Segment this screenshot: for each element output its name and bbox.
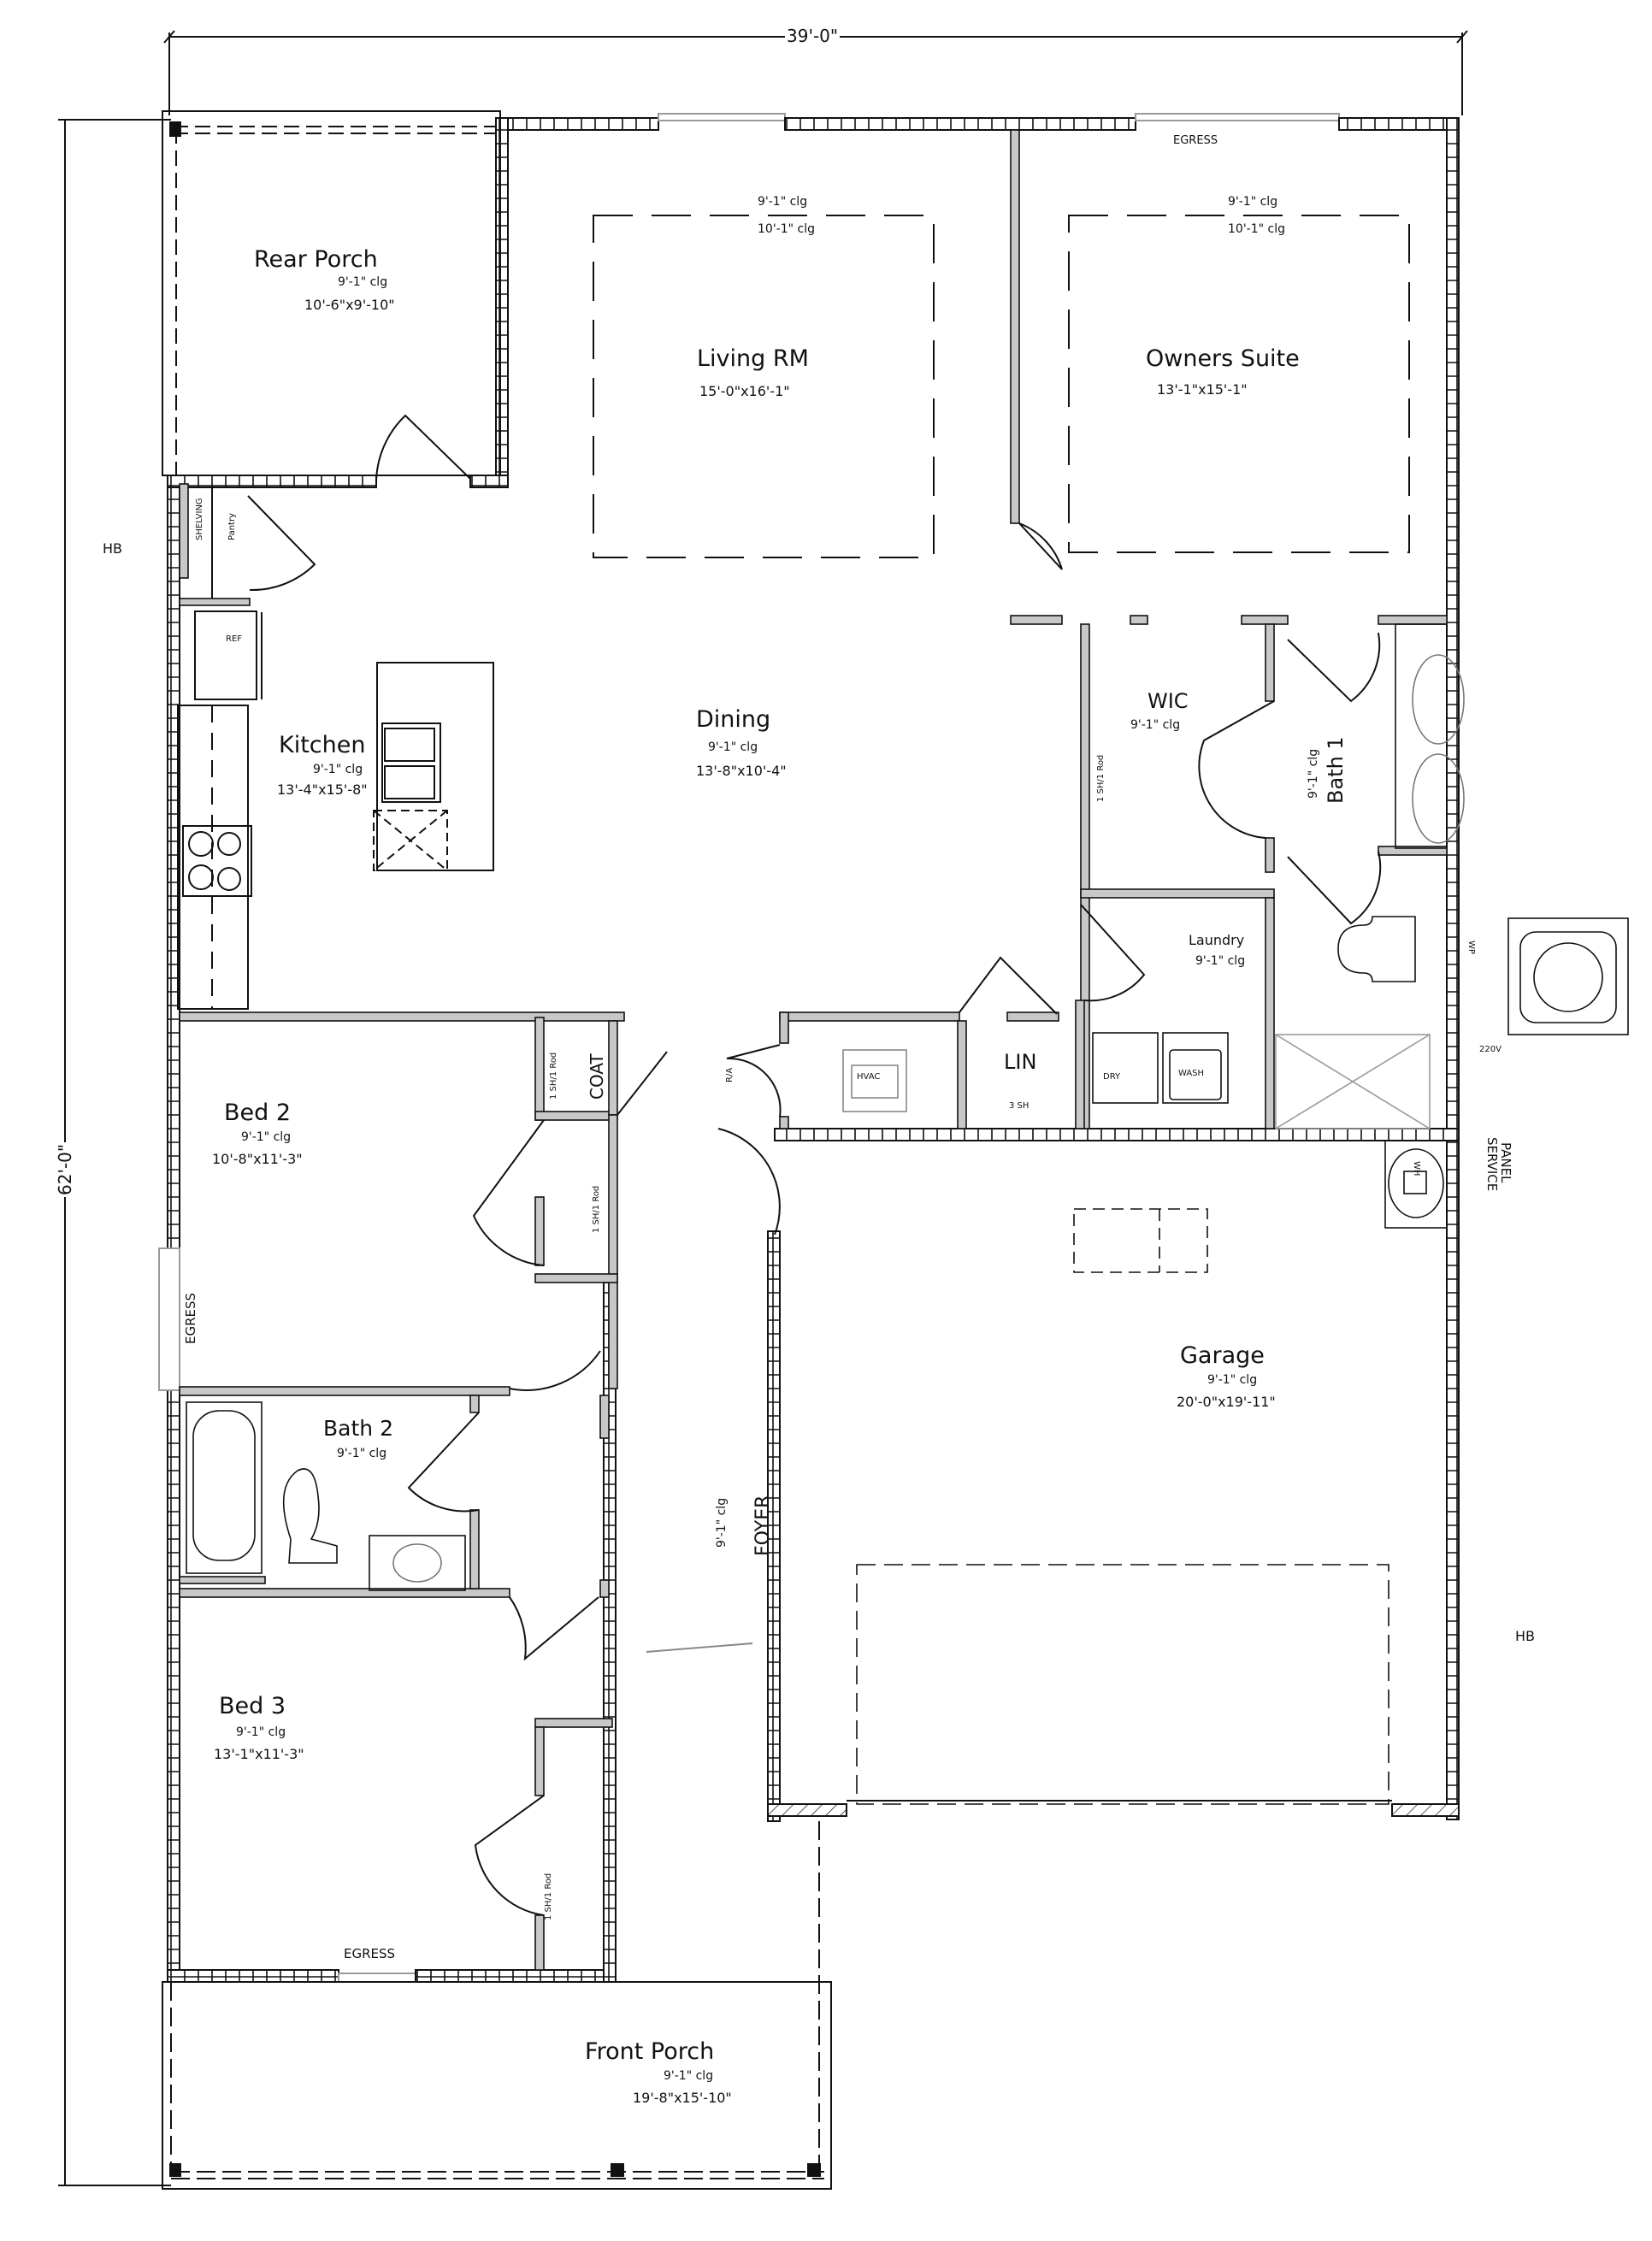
- ceiling-height: 9'-1" clg: [715, 1497, 729, 1548]
- room-name: FOYER: [752, 1495, 774, 1556]
- ceiling-height-lower: 10'-1" clg: [758, 222, 815, 236]
- kitchen-fixtures: [177, 486, 494, 1010]
- room-name: COAT: [587, 1053, 607, 1100]
- room-dimensions: 13'-4"x15'-8": [277, 781, 368, 798]
- ceiling-height-lower: 10'-1" clg: [1228, 222, 1285, 236]
- room-dimensions: 13'-1"x15'-1": [1157, 381, 1248, 398]
- porch-outlines: [162, 110, 832, 2190]
- shelves-label: 3 SH: [1009, 1101, 1030, 1111]
- hose-bib-label-right: HB: [1515, 1628, 1536, 1644]
- egress-label: EGRESS: [1173, 134, 1218, 147]
- hose-bib-label-left: HB: [103, 540, 123, 557]
- room-name: Bed 2: [224, 1100, 292, 1126]
- dryer-label: DRY: [1103, 1072, 1121, 1082]
- ceiling-height: 9'-1" clg: [664, 2069, 714, 2083]
- ceiling-height-upper: 9'-1" clg: [1228, 195, 1278, 209]
- return-air-label: R/A: [725, 1067, 735, 1082]
- mechanical-equipment: [842, 917, 1629, 1805]
- posts: [169, 121, 821, 2177]
- ceiling-height: 9'-1" clg: [1207, 1373, 1258, 1387]
- service-label: SERVICE: [1484, 1137, 1500, 1192]
- ceiling-height: 9'-1" clg: [1307, 748, 1320, 799]
- ceiling-height: 9'-1" clg: [241, 1130, 292, 1144]
- ceiling-height: 9'-1" clg: [313, 763, 363, 776]
- exterior-walls: [158, 113, 1460, 1983]
- room-name: Garage: [1180, 1342, 1265, 1369]
- room-name: LIN: [1004, 1050, 1037, 1074]
- room-name: Rear Porch: [254, 246, 378, 273]
- egress-label: EGRESS: [344, 1946, 396, 1961]
- room-dimensions: 13'-1"x11'-3": [214, 1746, 304, 1762]
- room-name: Bed 3: [219, 1693, 286, 1719]
- room-name: Living RM: [697, 345, 809, 372]
- room-name: Owners Suite: [1146, 345, 1300, 372]
- room-name: Bath 1: [1324, 736, 1348, 804]
- ceiling-height: 9'-1" clg: [338, 275, 388, 289]
- room-dimensions: 13'-8"x10'-4": [696, 763, 787, 779]
- ceiling-height: 9'-1" clg: [1130, 718, 1181, 732]
- room-dimensions: 15'-0"x16'-1": [699, 383, 790, 399]
- water-heater-label: WH: [1412, 1161, 1421, 1177]
- ceiling-height: 9'-1" clg: [236, 1725, 286, 1739]
- ceiling-height: 9'-1" clg: [337, 1447, 387, 1460]
- room-dimensions: 19'-8"x15'-10": [633, 2090, 732, 2106]
- panel-label: PANEL: [1498, 1142, 1513, 1183]
- hvac-label: HVAC: [857, 1072, 881, 1082]
- overall-depth-dimension: 62'-0": [55, 1141, 75, 1197]
- room-name: Bath 2: [323, 1416, 393, 1441]
- washer-label: WASH: [1178, 1069, 1205, 1078]
- closet-rod-label: 1 SH/1 Rod: [549, 1052, 558, 1100]
- room-dimensions: 10'-6"x9'-10": [304, 297, 395, 313]
- room-name: WIC: [1148, 689, 1189, 713]
- room-name: Front Porch: [585, 2038, 715, 2065]
- room-name: Kitchen: [279, 732, 366, 758]
- ceiling-height: 9'-1" clg: [708, 740, 758, 754]
- shelving-label: SHELVING: [195, 498, 204, 540]
- closet-rod-label: 1 SH/1 Rod: [592, 1185, 601, 1233]
- weatherproof-outlet-label: WP: [1466, 941, 1476, 954]
- interior-walls: [179, 129, 1448, 1971]
- pantry-label: Pantry: [227, 513, 237, 540]
- bath-fixtures: [186, 623, 1465, 1591]
- closet-rod-label: 1 SH/1 Rod: [544, 1872, 553, 1920]
- voltage-label: 220V: [1479, 1045, 1502, 1054]
- doors: [247, 414, 1382, 1916]
- ceiling-height-upper: 9'-1" clg: [758, 195, 808, 209]
- overall-width-dimension: 39'-0": [785, 26, 841, 46]
- closet-rod-label: 1 SH/1 Rod: [1096, 754, 1106, 802]
- room-name: Dining: [696, 706, 771, 733]
- ceiling-trays: [593, 215, 1410, 558]
- room-dimensions: 10'-8"x11'-3": [212, 1151, 303, 1167]
- ceiling-height: 9'-1" clg: [1195, 954, 1246, 968]
- room-name: Laundry: [1189, 932, 1245, 948]
- room-dimensions: 20'-0"x19'-11": [1177, 1394, 1276, 1410]
- egress-label: EGRESS: [183, 1292, 198, 1344]
- refrigerator-label: REF: [226, 634, 243, 644]
